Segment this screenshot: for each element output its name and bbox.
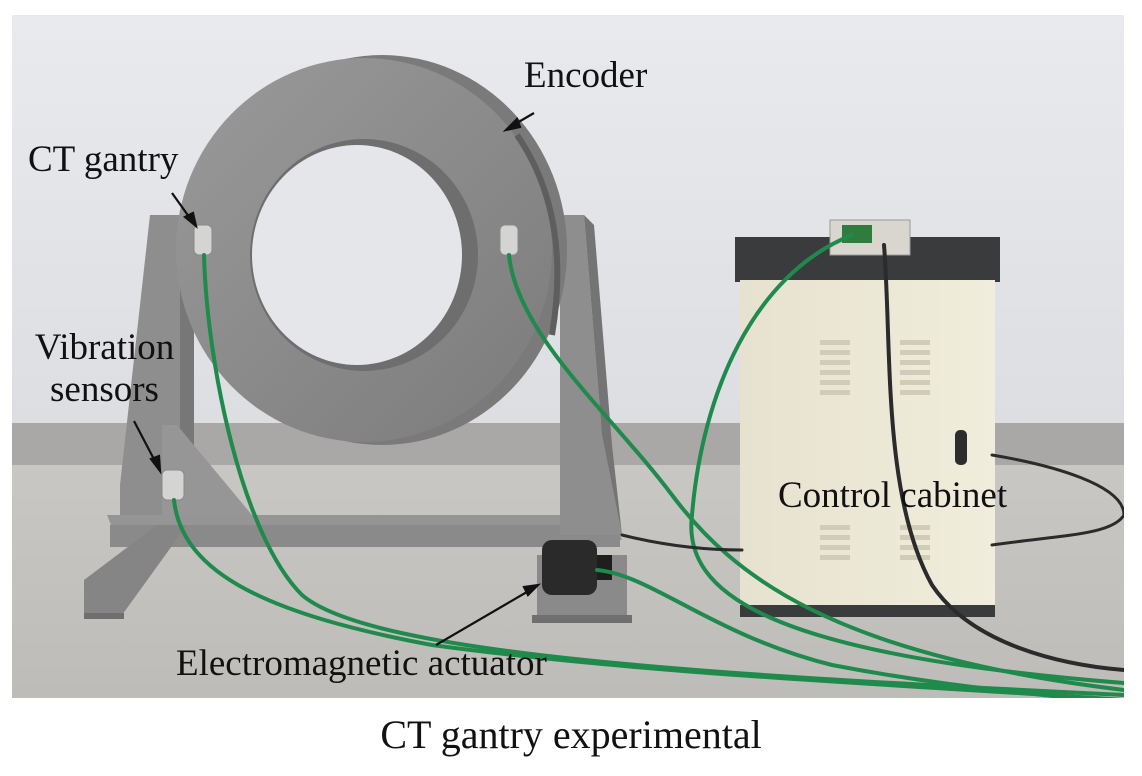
vibration-label-line2: sensors <box>50 369 159 410</box>
vibration-sensor-left <box>193 224 213 256</box>
annotation-arrows <box>133 112 542 646</box>
cable-sensor-base <box>172 498 1124 698</box>
control-cabinet <box>735 219 1000 617</box>
figure-caption: CT gantry experimental <box>380 712 762 757</box>
cable-actuator <box>595 568 1088 698</box>
gantry-ring <box>176 55 567 445</box>
encoder-label: Encoder <box>524 55 648 96</box>
cable-black-floor <box>990 453 1124 547</box>
ct-gantry-label: CT gantry <box>28 139 179 180</box>
control-cabinet-label: Control cabinet <box>778 475 1008 516</box>
encoder-edge <box>514 133 561 336</box>
cable-cabinet-green <box>689 233 1124 685</box>
vibration-sensor-right <box>499 224 519 256</box>
actuator-label: Electromagnetic actuator <box>176 643 547 684</box>
cable-black-floor-left <box>620 533 744 552</box>
experimental-setup-photo: Encoder CT gantry Vibration sensors Cont… <box>12 15 1124 698</box>
cable-cabinet-black <box>882 243 1124 672</box>
cable-sensor-right <box>507 253 1124 692</box>
vibration-sensors-label: Vibration sensors <box>12 327 197 411</box>
gantry-right-support <box>560 215 622 535</box>
vibration-label-line1: Vibration <box>34 327 175 368</box>
vibration-sensor-base <box>161 469 185 501</box>
